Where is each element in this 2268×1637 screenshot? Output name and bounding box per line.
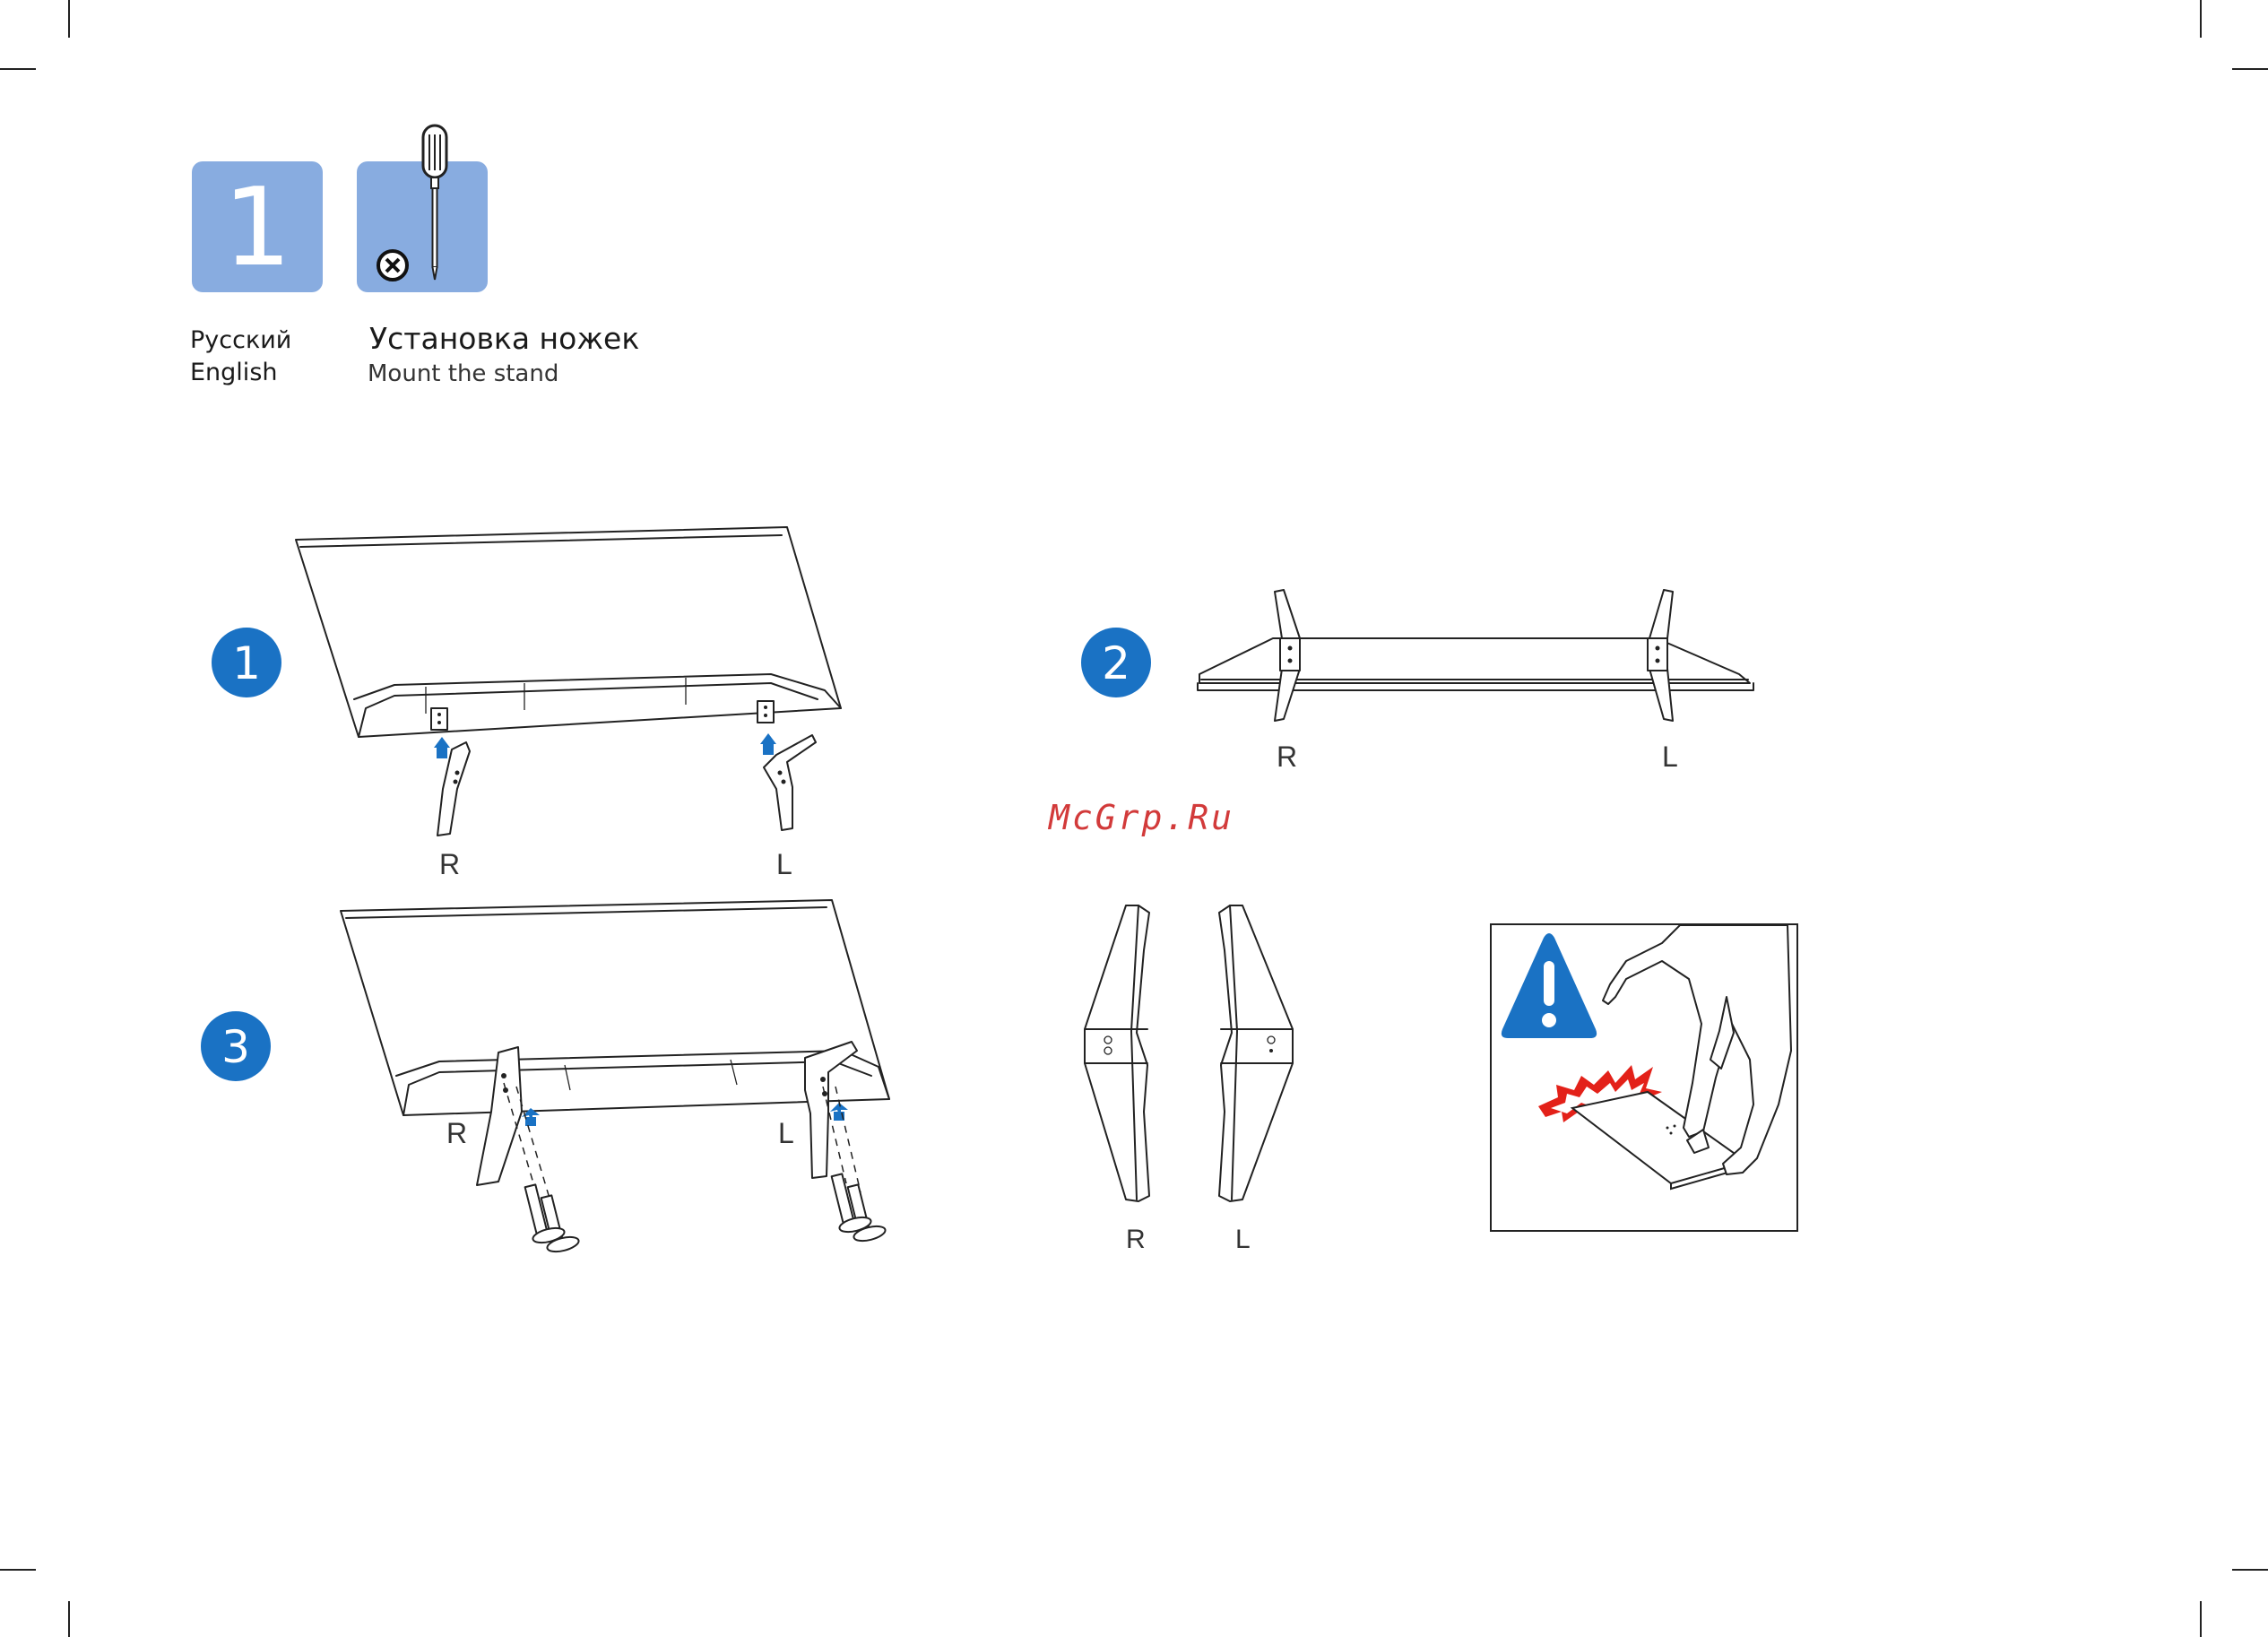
- stand-leg-label-left: L: [1235, 1225, 1251, 1255]
- warning-panel: [1490, 923, 1798, 1232]
- dropped-base-plate: [1572, 1092, 1746, 1189]
- stand-leg-label-right: R: [1126, 1225, 1146, 1255]
- warning-triangle-icon: [1502, 933, 1597, 1038]
